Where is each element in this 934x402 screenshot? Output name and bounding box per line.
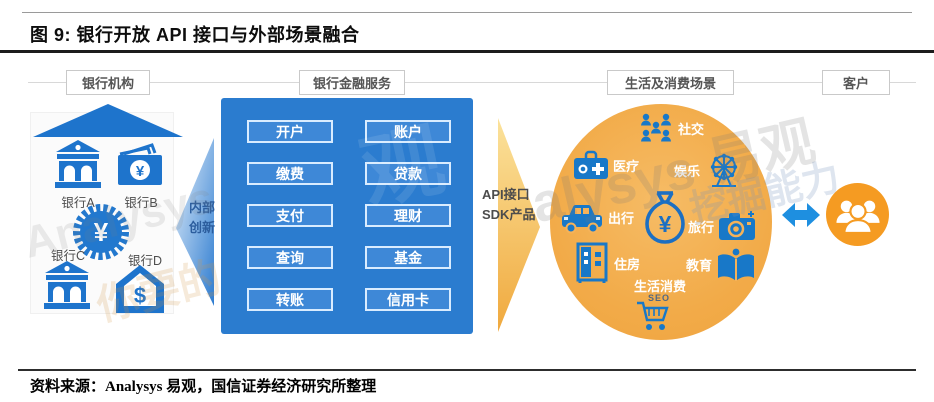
service-button: 支付 [247, 204, 333, 227]
svg-text:¥: ¥ [136, 163, 145, 180]
svg-text:¥: ¥ [659, 211, 672, 237]
scenario-label: 社交 [678, 121, 705, 137]
services-column-right: 账户 贷款 理财 基金 信用卡 [365, 120, 451, 311]
scenario-item: 生活消费 [634, 276, 686, 295]
customer-circle [826, 183, 889, 246]
bank-d-label: 银行D [127, 254, 163, 268]
car-icon [562, 204, 602, 234]
services-box: 开户 缴费 支付 查询 转账 账户 贷款 理财 基金 信用卡 [221, 98, 473, 334]
footer-rule [18, 369, 916, 371]
title-underline [0, 50, 934, 53]
scenario-label: 医疗 [613, 158, 640, 174]
service-button: 基金 [365, 246, 451, 269]
service-button: 信用卡 [365, 288, 451, 311]
scenario-item: 娱乐 [674, 150, 744, 190]
source-note: 资料来源：Analysys 易观，国信证券经济研究所整理 [30, 379, 377, 395]
internal-innovation-arrow-icon [176, 138, 214, 306]
services-column-left: 开户 缴费 支付 查询 转账 [247, 120, 333, 311]
scenario-item: 旅行 [688, 210, 756, 242]
coin-badge-icon: ¥ [73, 204, 129, 260]
svg-text:$: $ [134, 283, 146, 308]
camera-icon [719, 211, 756, 240]
header-connector-line [28, 82, 916, 83]
scenario-item: 教育 [686, 246, 756, 282]
double-arrow-icon [782, 203, 820, 227]
bank-c-label: 银行C [50, 249, 86, 263]
shopping-cart-icon [637, 301, 669, 330]
scenario-label: 住房 [614, 256, 641, 272]
money-bag-icon: ¥ [645, 191, 685, 244]
scenario-item: 出行 [560, 200, 634, 234]
scenario-circle: 社交 医疗 娱乐 [550, 104, 772, 340]
scenario-item: 医疗 [573, 150, 639, 180]
header-customer: 客户 [822, 70, 890, 95]
scenario-label: 出行 [608, 210, 635, 226]
seo-watermark: SEO [648, 293, 671, 303]
service-button: 贷款 [365, 162, 451, 185]
medical-kit-icon [574, 150, 608, 179]
service-button: 查询 [247, 246, 333, 269]
scenario-label: 旅行 [688, 219, 715, 235]
house-dollar-icon: $ [116, 265, 164, 313]
scenario-item: 住房 [576, 242, 640, 284]
header-life-consumption-scenarios: 生活及消费场景 [607, 70, 734, 95]
customers-icon [835, 200, 880, 234]
scenario-label: 娱乐 [674, 163, 701, 179]
door-icon [576, 242, 608, 283]
service-button: 账户 [365, 120, 451, 143]
service-button: 缴费 [247, 162, 333, 185]
scenario-item: 社交 [638, 112, 704, 144]
api-sdk-label: API接口 SDK产品 [482, 187, 536, 223]
scenario-label: 生活消费 [634, 279, 687, 294]
internal-innovation-label: 内部 创新 [188, 200, 215, 236]
service-button: 理财 [365, 204, 451, 227]
bank-a-label: 银行A [61, 196, 95, 210]
social-network-icon [641, 113, 671, 142]
svg-text:¥: ¥ [94, 217, 109, 247]
book-icon [718, 248, 755, 281]
figure-title: 图 9: 银行开放 API 接口与外部场景融合 [30, 25, 360, 45]
bank-building-icon [55, 140, 101, 188]
header-bank-financial-services: 银行金融服务 [299, 70, 405, 95]
scenario-label: 教育 [686, 257, 713, 273]
ferris-wheel-icon [710, 153, 738, 187]
service-button: 转账 [247, 288, 333, 311]
bank-building-icon [44, 261, 90, 309]
header-bank-institutions: 银行机构 [66, 70, 150, 95]
api-sdk-arrow-icon [498, 118, 540, 332]
passbook-icon: ¥ [118, 143, 162, 185]
service-button: 开户 [247, 120, 333, 143]
top-rule [22, 12, 912, 13]
bank-roof-icon [33, 104, 183, 137]
bank-b-label: 银行B [124, 196, 158, 210]
